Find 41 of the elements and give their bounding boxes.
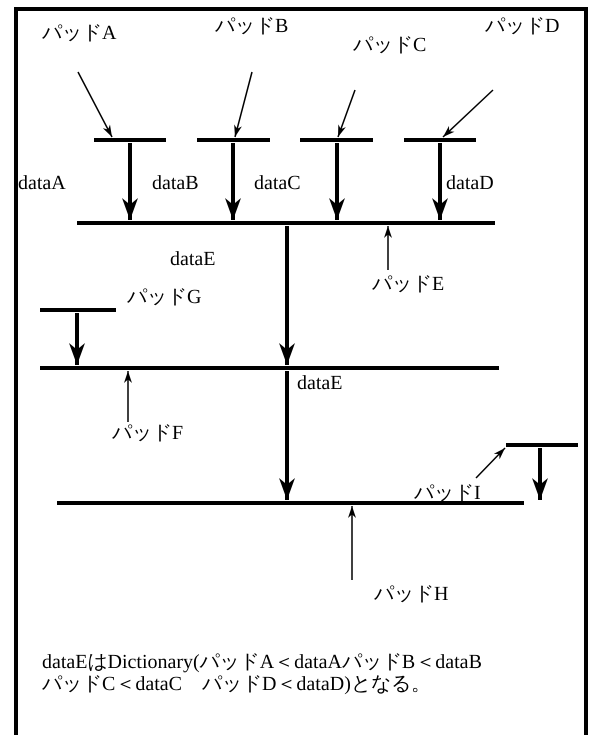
- pad-label: パッドC: [353, 34, 426, 56]
- pad-label: パッドF: [112, 422, 184, 444]
- edge-label: dataD: [446, 172, 494, 194]
- arrow: [279, 226, 295, 365]
- pad-bar: [300, 138, 373, 142]
- arrow: [532, 448, 548, 500]
- pad-label: パッドA: [42, 22, 116, 44]
- pad-label: パッドD: [485, 15, 560, 37]
- pad-bar: [197, 138, 270, 142]
- caption: dataEはDictionary(パッドA＜dataAパッドB＜dataB パッドC＜dataC パッドD＜dataD)となる。: [42, 652, 483, 696]
- pad-bar: [40, 366, 499, 370]
- pad-bar: [57, 501, 524, 505]
- pad-bar: [506, 443, 578, 447]
- pad-bar: [94, 138, 166, 142]
- pad-label: パッドI: [414, 482, 481, 504]
- edge-label: dataB: [152, 172, 199, 194]
- arrow: [329, 143, 345, 220]
- arrow: [69, 313, 85, 365]
- edge-label: dataA: [18, 172, 66, 194]
- leader-line: [475, 447, 506, 479]
- leader-line: [442, 89, 494, 138]
- edge-label: dataC: [254, 172, 301, 194]
- edge-label: dataE: [297, 372, 343, 394]
- pad-label: パッドB: [215, 15, 288, 37]
- leader-line: [337, 90, 356, 138]
- pad-bar: [40, 308, 116, 312]
- arrow: [122, 143, 138, 220]
- leader-line: [234, 72, 253, 138]
- pad-bar: [77, 221, 495, 225]
- arrow: [279, 371, 295, 500]
- edge-label: dataE: [170, 248, 216, 270]
- leader-line: [124, 371, 132, 422]
- pad-bar: [404, 138, 476, 142]
- pad-label: パッドH: [374, 583, 448, 605]
- leader-line: [384, 226, 392, 270]
- pad-label: パッドE: [372, 273, 444, 295]
- leader-line: [77, 72, 113, 138]
- pad-label: パッドG: [127, 286, 202, 308]
- arrow: [432, 143, 448, 220]
- arrow: [225, 143, 241, 220]
- leader-line: [348, 506, 356, 580]
